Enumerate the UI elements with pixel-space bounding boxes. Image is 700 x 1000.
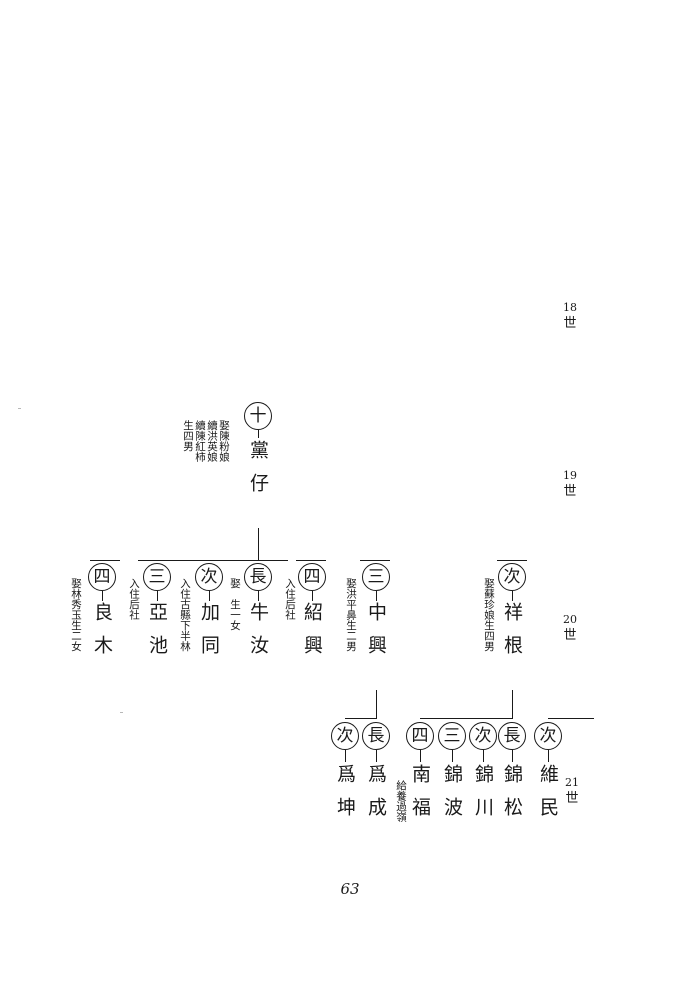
connector bbox=[483, 750, 484, 762]
person-name-gen21: 錦川 bbox=[472, 764, 494, 830]
rank-badge-gen20: 次 bbox=[195, 563, 223, 591]
generation-char: 世 bbox=[563, 628, 577, 643]
sibling-bracket bbox=[548, 718, 594, 719]
connector bbox=[512, 750, 513, 762]
person-name-gen21: 爲成 bbox=[365, 764, 387, 830]
person-note-gen20: 娶 生一女 bbox=[229, 578, 241, 631]
rank-badge-gen20: 四 bbox=[88, 563, 116, 591]
rank-badge-gen21: 三 bbox=[438, 722, 466, 750]
rank-badge-gen21: 次 bbox=[469, 722, 497, 750]
person-name-gen20: 中興 bbox=[365, 602, 387, 668]
person-note-gen20: 娶蘇珍娘生四男 bbox=[483, 578, 495, 652]
connector bbox=[376, 591, 377, 601]
person-name-gen21: 錦波 bbox=[441, 764, 463, 830]
connector bbox=[345, 750, 346, 762]
person-name-gen20: 亞池 bbox=[146, 602, 168, 668]
rank-badge-gen20: 次 bbox=[498, 563, 526, 591]
person-note-gen20: 娶林秀玉生二女 bbox=[70, 578, 82, 652]
rank-badge-gen21: 四 bbox=[406, 722, 434, 750]
person-note-gen20: 入住后社 bbox=[284, 578, 296, 620]
sibling-bracket bbox=[420, 718, 513, 719]
person-name-gen19: 黨仔 bbox=[247, 440, 269, 506]
connector bbox=[512, 690, 513, 718]
generation-number: 19 bbox=[563, 469, 577, 482]
generation-number: 21 bbox=[565, 776, 579, 789]
connector bbox=[512, 591, 513, 601]
person-note-gen19: 娶陳粉娘 續洪英娘 續陳紅柿 生四男 bbox=[182, 420, 230, 462]
person-note-gen21: 給養過嶺 bbox=[395, 780, 407, 822]
person-note-gen20: 入住古縣下半林 bbox=[179, 578, 191, 652]
person-name-gen20: 牛汝 bbox=[247, 602, 269, 668]
person-name-gen20: 祥根 bbox=[501, 602, 523, 668]
person-name-gen21: 錦松 bbox=[501, 764, 523, 830]
rank-badge-gen21: 次 bbox=[534, 722, 562, 750]
sibling-bracket bbox=[345, 718, 377, 719]
generation-number: 18 bbox=[563, 301, 577, 314]
rank-badge-gen20: 三 bbox=[143, 563, 171, 591]
connector bbox=[452, 750, 453, 762]
person-name-gen20: 良木 bbox=[91, 602, 113, 668]
page-number: 63 bbox=[340, 880, 360, 898]
rank-badge-gen19: 十 bbox=[244, 402, 272, 430]
rank-badge-gen21: 長 bbox=[362, 722, 390, 750]
rank-badge-gen21: 長 bbox=[498, 722, 526, 750]
person-name-gen20: 加同 bbox=[198, 602, 220, 668]
generation-label-20: 20 世 bbox=[560, 612, 580, 644]
sibling-bracket bbox=[90, 560, 120, 561]
rank-badge-gen20: 長 bbox=[244, 563, 272, 591]
connector bbox=[157, 591, 158, 601]
connector bbox=[209, 591, 210, 601]
rank-badge-gen21: 次 bbox=[331, 722, 359, 750]
generation-label-21: 21 世 bbox=[562, 775, 582, 807]
rank-badge-gen20: 四 bbox=[298, 563, 326, 591]
connector bbox=[312, 591, 313, 601]
person-name-gen21: 南福 bbox=[409, 764, 431, 830]
connector bbox=[258, 591, 259, 601]
person-name-gen21: 爲坤 bbox=[334, 764, 356, 830]
scan-speck bbox=[120, 712, 123, 713]
connector bbox=[548, 750, 549, 762]
scan-speck bbox=[18, 408, 21, 409]
person-name-gen20: 紹興 bbox=[301, 602, 323, 668]
connector bbox=[102, 591, 103, 601]
sibling-bracket bbox=[497, 560, 527, 561]
generation-char: 世 bbox=[563, 316, 577, 331]
sibling-bracket bbox=[296, 560, 326, 561]
connector bbox=[258, 430, 259, 438]
generation-label-19: 19 世 bbox=[560, 468, 580, 500]
person-name-gen21: 維民 bbox=[537, 764, 559, 830]
generation-char: 世 bbox=[565, 791, 579, 806]
sibling-bracket bbox=[138, 560, 288, 561]
generation-char: 世 bbox=[563, 484, 577, 499]
sibling-bracket bbox=[360, 560, 390, 561]
connector bbox=[420, 750, 421, 762]
generation-number: 20 bbox=[563, 613, 577, 626]
person-note-gen20: 入住后社 bbox=[128, 578, 140, 620]
connector bbox=[376, 750, 377, 762]
rank-badge-gen20: 三 bbox=[362, 563, 390, 591]
person-note-gen20: 娶洪平鼻生二男 bbox=[345, 578, 357, 652]
generation-label-18: 18 世 bbox=[560, 300, 580, 332]
connector bbox=[376, 690, 377, 718]
connector bbox=[258, 528, 259, 560]
